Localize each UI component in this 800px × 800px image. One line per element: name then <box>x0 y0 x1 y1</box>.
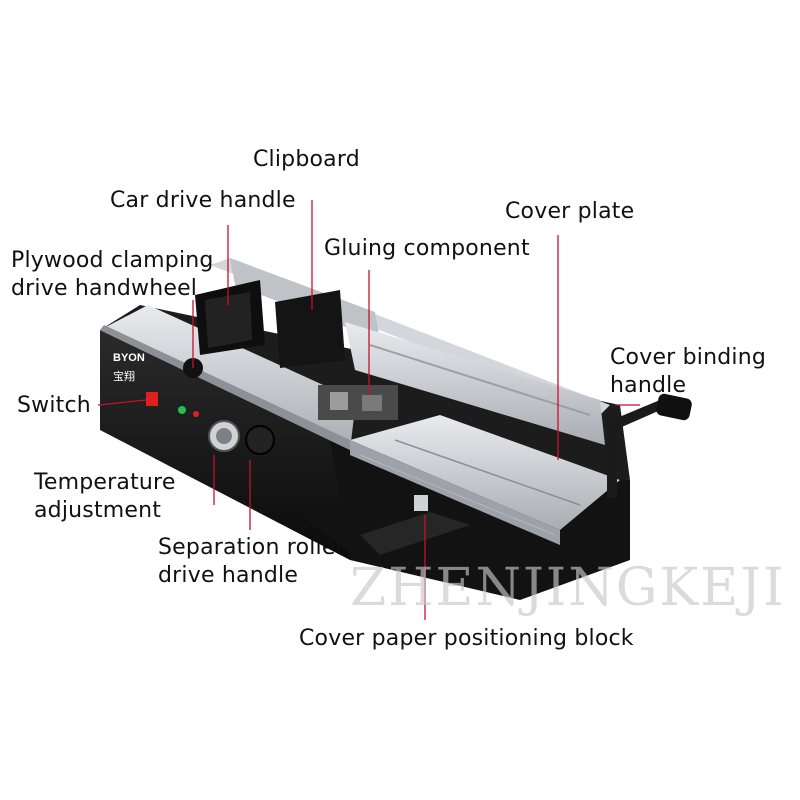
label-plywood-clamping: Plywood clamping drive handwheel <box>11 248 214 301</box>
label-switch: Switch <box>17 393 91 418</box>
brand-logo: BYON <box>113 352 145 364</box>
leader-lines <box>97 200 640 620</box>
control-panel <box>146 358 275 455</box>
label-cover-binding-handle: Cover binding handle <box>610 345 767 398</box>
positioning-tray <box>300 490 475 560</box>
brand-logo-cn: 宝翔 <box>113 370 135 383</box>
label-cover-plate: Cover plate <box>505 199 635 224</box>
label-gluing-component: Gluing component <box>324 236 530 261</box>
label-car-drive-handle: Car drive handle <box>110 188 296 213</box>
label-separation-roller: Separation roller drive handle <box>158 535 345 588</box>
gluing-component <box>318 385 398 420</box>
left-end-cap <box>100 305 356 450</box>
label-cover-paper-positioning-block: Cover paper positioning block <box>299 626 634 651</box>
cover-tray <box>350 415 620 545</box>
label-clipboard: Clipboard <box>253 147 360 172</box>
cover-binding-crank <box>607 393 692 498</box>
watermark: ZHENJINGKEJI <box>350 558 786 618</box>
label-temperature-adjustment: Temperature adjustment <box>34 470 176 523</box>
clamp-plates <box>195 280 345 368</box>
